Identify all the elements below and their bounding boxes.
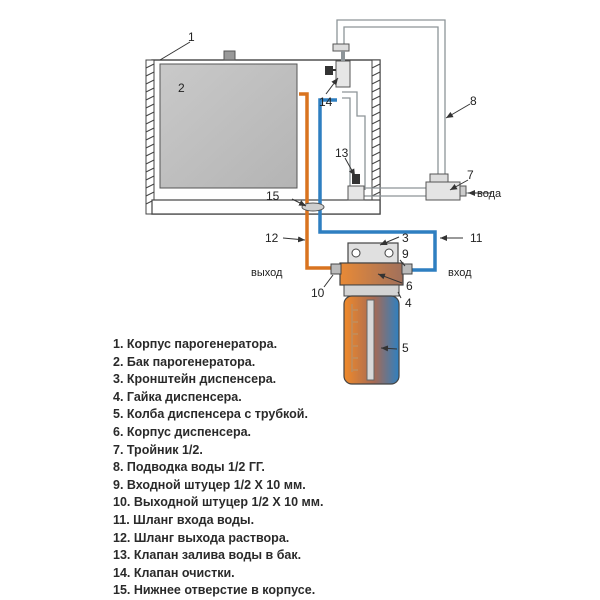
callout-11: 11 bbox=[470, 231, 483, 245]
lower-opening bbox=[301, 202, 325, 212]
right-radiator bbox=[371, 59, 381, 215]
callout-5: 5 bbox=[402, 341, 409, 355]
legend-item: 4. Гайка диспенсера. bbox=[113, 389, 242, 404]
legend-item: 8. Подводка воды 1/2 ГГ. bbox=[113, 460, 265, 475]
callout-12: 12 bbox=[265, 231, 279, 245]
cleaning-valve bbox=[325, 43, 351, 88]
callout-10: 10 bbox=[311, 286, 325, 300]
callout-7: 7 bbox=[467, 168, 474, 182]
callout-15: 15 bbox=[266, 189, 280, 203]
outlet-fitting bbox=[330, 263, 342, 275]
legend-item: 7. Тройник 1/2. bbox=[113, 442, 203, 457]
dispenser-body bbox=[339, 262, 404, 286]
outlet-hose bbox=[299, 92, 335, 270]
legend-item: 5. Колба диспенсера с трубкой. bbox=[113, 407, 308, 422]
legend-item: 12. Шланг выхода раствора. bbox=[113, 530, 290, 545]
dispenser bbox=[330, 242, 413, 385]
label-water: вода bbox=[477, 188, 502, 200]
callout-1: 1 bbox=[188, 30, 195, 44]
legend-item: 9. Входной штуцер 1/2 Х 10 мм. bbox=[113, 477, 306, 492]
legend-item: 15. Нижнее отверстие в корпусе. bbox=[113, 583, 316, 598]
legend-item: 1. Корпус парогенератора. bbox=[113, 337, 278, 351]
legend-item: 14. Клапан очистки. bbox=[113, 565, 235, 580]
callout-2: 2 bbox=[178, 81, 185, 95]
water-supply-line bbox=[336, 19, 476, 197]
tee-fitting bbox=[425, 173, 467, 201]
inlet-fitting bbox=[401, 263, 413, 275]
dispenser-nut bbox=[343, 284, 400, 297]
legend-item: 2. Бак парогенератора. bbox=[113, 354, 256, 369]
fill-valve bbox=[347, 174, 365, 201]
legend-item: 10. Выходной штуцер 1/2 Х 10 мм. bbox=[113, 495, 324, 510]
legend-list: 1. Корпус парогенератора. 2. Бак пароген… bbox=[113, 336, 324, 600]
legend-item: 6. Корпус диспенсера. bbox=[113, 424, 252, 439]
callout-6: 6 bbox=[406, 279, 413, 293]
left-radiator bbox=[145, 59, 155, 215]
callout-4: 4 bbox=[405, 296, 412, 310]
generator-tank bbox=[159, 63, 298, 189]
callout-14: 14 bbox=[319, 95, 333, 109]
legend-item: 13. Клапан залива воды в бак. bbox=[113, 548, 302, 563]
callout-13: 13 bbox=[335, 146, 349, 160]
callout-9: 9 bbox=[402, 247, 409, 261]
legend-item: 11. Шланг входа воды. bbox=[113, 512, 255, 527]
label-outlet: выход bbox=[251, 267, 283, 279]
callout-3: 3 bbox=[402, 231, 409, 245]
callout-8: 8 bbox=[470, 94, 477, 108]
inlet-hose bbox=[318, 98, 437, 272]
label-inlet: вход bbox=[448, 267, 472, 279]
legend-item: 3. Кронштейн диспенсера. bbox=[113, 372, 277, 387]
